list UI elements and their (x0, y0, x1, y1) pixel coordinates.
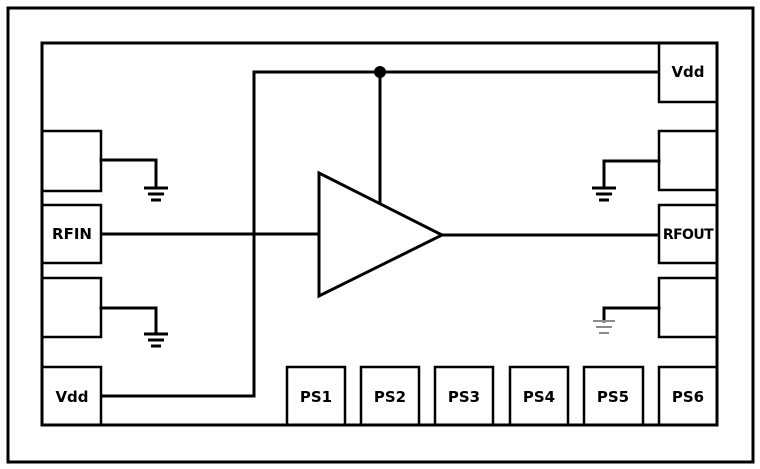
ps4-label: PS4 (523, 388, 555, 406)
ps1-label: PS1 (300, 388, 332, 406)
ps6-label: PS6 (672, 388, 704, 406)
vdd-right-label: Vdd (671, 63, 704, 81)
ps2-label: PS2 (374, 388, 406, 406)
pad-ps1[interactable]: PS1 (285, 365, 347, 427)
pad-vdd-right[interactable]: Vdd (657, 41, 719, 104)
ground-icon (593, 306, 661, 334)
pad-rfin[interactable]: RFIN (40, 203, 103, 265)
amplifier-symbol (317, 170, 446, 299)
rfin-label: RFIN (52, 225, 92, 243)
pad-right-gnd-top[interactable] (657, 129, 719, 192)
pad-ps2[interactable]: PS2 (359, 365, 421, 427)
ps5-label: PS5 (597, 388, 629, 406)
die-outline-overlay (40, 41, 719, 427)
pad-rfout[interactable]: RFOUT (657, 203, 719, 265)
junction-dot (374, 66, 386, 78)
ps3-label: PS3 (448, 388, 480, 406)
pad-ps3[interactable]: PS3 (433, 365, 495, 427)
ground-icon (592, 159, 661, 202)
rfout-label: RFOUT (663, 227, 714, 243)
pad-ps5[interactable]: PS5 (582, 365, 645, 427)
pad-ps4[interactable]: PS4 (508, 365, 570, 427)
pad-vdd-left[interactable]: Vdd (40, 365, 103, 427)
pad-left-gnd-bottom[interactable] (40, 276, 103, 339)
ground-icon (99, 158, 168, 202)
pad-left-gnd-top[interactable] (40, 129, 103, 193)
ground-icon (99, 306, 168, 348)
pad-right-gnd-bottom[interactable] (657, 276, 719, 339)
outer-frame (6, 6, 755, 464)
pad-ps6[interactable]: PS6 (657, 365, 719, 427)
vdd-left-label: Vdd (55, 388, 88, 406)
